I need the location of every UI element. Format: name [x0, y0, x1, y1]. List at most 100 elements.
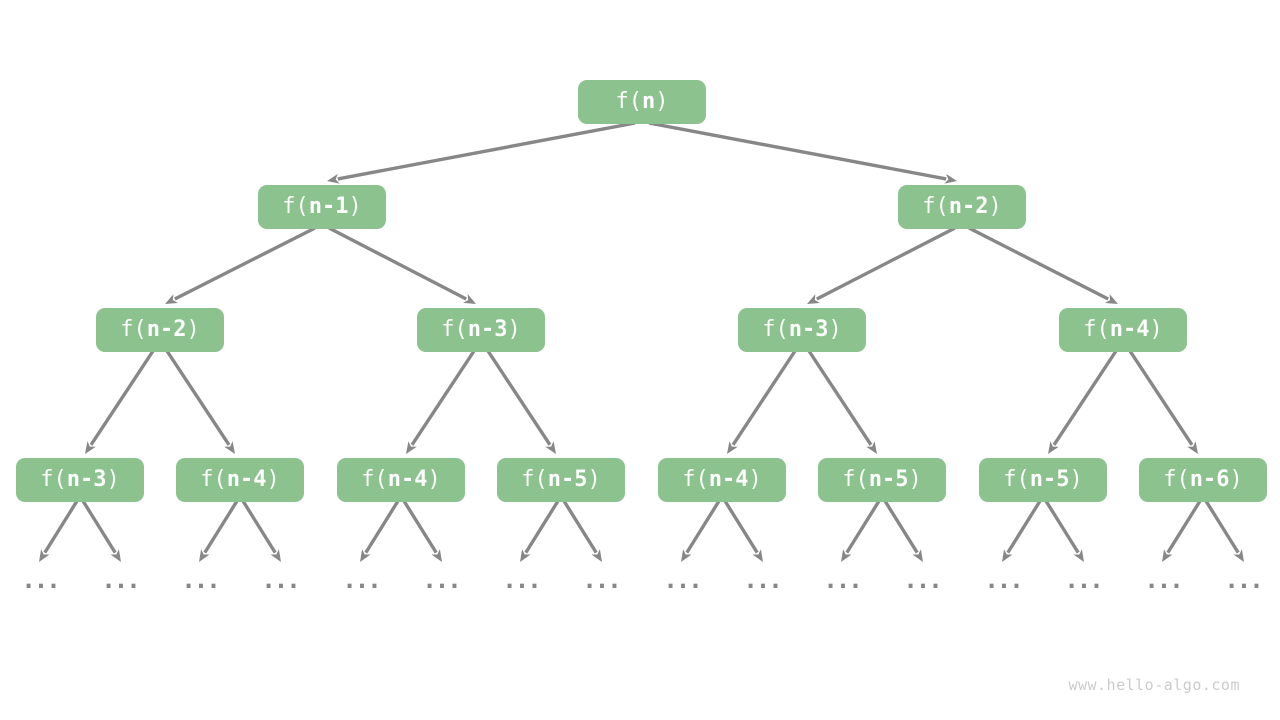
ellipsis: ... — [502, 566, 541, 594]
edge-arrow — [199, 500, 239, 563]
node-label-prefix: f( — [441, 317, 468, 342]
node-label-argument: n-2 — [146, 317, 187, 342]
edge-arrow — [648, 121, 958, 184]
tree-node: f(n-5) — [979, 458, 1107, 502]
tree-node: f(n) — [578, 80, 706, 124]
ellipsis: ... — [663, 566, 702, 594]
edge-arrow — [681, 500, 721, 563]
node-label-suffix: ) — [988, 194, 1002, 219]
tree-node: f(n-2) — [96, 308, 224, 352]
node-label-argument: n-4 — [387, 467, 428, 492]
ellipsis: ... — [984, 566, 1023, 594]
ellipsis: ... — [101, 566, 140, 594]
node-label-suffix: ) — [1229, 467, 1243, 492]
ellipsis: ... — [903, 566, 942, 594]
node-label-prefix: f( — [682, 467, 709, 492]
node-label-suffix: ) — [106, 467, 120, 492]
node-label-argument: n-5 — [547, 467, 588, 492]
tree-node: f(n-3) — [417, 308, 545, 352]
node-label-suffix: ) — [655, 89, 669, 114]
node-label-suffix: ) — [507, 317, 521, 342]
tree-node: f(n-5) — [497, 458, 625, 502]
edge-arrow — [1204, 500, 1244, 563]
ellipsis: ... — [342, 566, 381, 594]
node-label-argument: n-1 — [308, 194, 349, 219]
node-label-suffix: ) — [748, 467, 762, 492]
node-label-prefix: f( — [120, 317, 147, 342]
node-label-prefix: f( — [361, 467, 388, 492]
node-label-suffix: ) — [427, 467, 441, 492]
edge-arrow — [562, 500, 602, 563]
ellipsis: ... — [823, 566, 862, 594]
edge-arrow — [1002, 500, 1042, 563]
watermark: www.hello-algo.com — [1068, 676, 1240, 694]
node-label-argument: n-3 — [66, 467, 107, 492]
node-label-argument: n-3 — [467, 317, 508, 342]
tree-node: f(n-4) — [176, 458, 304, 502]
edge-arrow — [402, 500, 442, 563]
edge-arrow — [841, 500, 881, 563]
node-label-prefix: f( — [200, 467, 227, 492]
ellipsis: ... — [1224, 566, 1263, 594]
ellipsis: ... — [21, 566, 60, 594]
tree-node: f(n-3) — [16, 458, 144, 502]
edge-arrow — [85, 350, 155, 455]
edge-arrow — [1044, 500, 1084, 563]
edge-arrow — [165, 350, 236, 455]
node-label-prefix: f( — [762, 317, 789, 342]
ellipsis: ... — [181, 566, 220, 594]
edge-arrow — [39, 500, 79, 563]
node-label-prefix: f( — [521, 467, 548, 492]
tree-node: f(n-5) — [818, 458, 946, 502]
node-label-prefix: f( — [842, 467, 869, 492]
edge-arrow — [328, 226, 476, 304]
edge-arrow — [486, 350, 557, 455]
edge-arrow — [81, 500, 121, 563]
edge-arrow — [807, 350, 878, 455]
edge-arrow — [164, 226, 316, 304]
node-label-prefix: f( — [40, 467, 67, 492]
tree-node: f(n-4) — [1059, 308, 1187, 352]
node-label-prefix: f( — [1003, 467, 1030, 492]
node-label-suffix: ) — [908, 467, 922, 492]
node-label-suffix: ) — [186, 317, 200, 342]
edge-arrow — [806, 226, 956, 305]
node-label-argument: n-4 — [708, 467, 749, 492]
node-label-argument: n-2 — [948, 194, 989, 219]
node-label-argument: n-3 — [788, 317, 829, 342]
node-label-argument: n-6 — [1189, 467, 1230, 492]
node-label-prefix: f( — [1163, 467, 1190, 492]
edge-arrow — [723, 500, 763, 563]
node-label-prefix: f( — [922, 194, 949, 219]
edge-arrow — [726, 350, 797, 455]
tree-node: f(n-4) — [337, 458, 465, 502]
node-label-argument: n-4 — [226, 467, 267, 492]
ellipsis: ... — [261, 566, 300, 594]
ellipsis: ... — [1064, 566, 1103, 594]
node-label-suffix: ) — [587, 467, 601, 492]
tree-node: f(n-6) — [1139, 458, 1267, 502]
edge-arrow — [1162, 500, 1202, 563]
node-label-suffix: ) — [1069, 467, 1083, 492]
edge-arrow — [241, 500, 281, 563]
node-label-argument: n-5 — [1029, 467, 1070, 492]
node-label-prefix: f( — [1083, 317, 1110, 342]
node-label-suffix: ) — [348, 194, 362, 219]
ellipsis: ... — [422, 566, 461, 594]
ellipsis: ... — [1144, 566, 1183, 594]
node-label-argument: n — [642, 89, 656, 114]
node-label-prefix: f( — [615, 89, 643, 114]
node-label-suffix: ) — [1149, 317, 1163, 342]
edge-arrow — [326, 121, 636, 184]
node-label-suffix: ) — [828, 317, 842, 342]
node-label-prefix: f( — [282, 194, 309, 219]
edge-arrow — [1128, 350, 1198, 455]
node-label-suffix: ) — [266, 467, 280, 492]
edge-arrow — [968, 226, 1118, 305]
edge-arrow — [520, 500, 560, 563]
node-label-argument: n-4 — [1109, 317, 1150, 342]
tree-node: f(n-2) — [898, 185, 1026, 229]
edge-arrow — [406, 350, 476, 455]
